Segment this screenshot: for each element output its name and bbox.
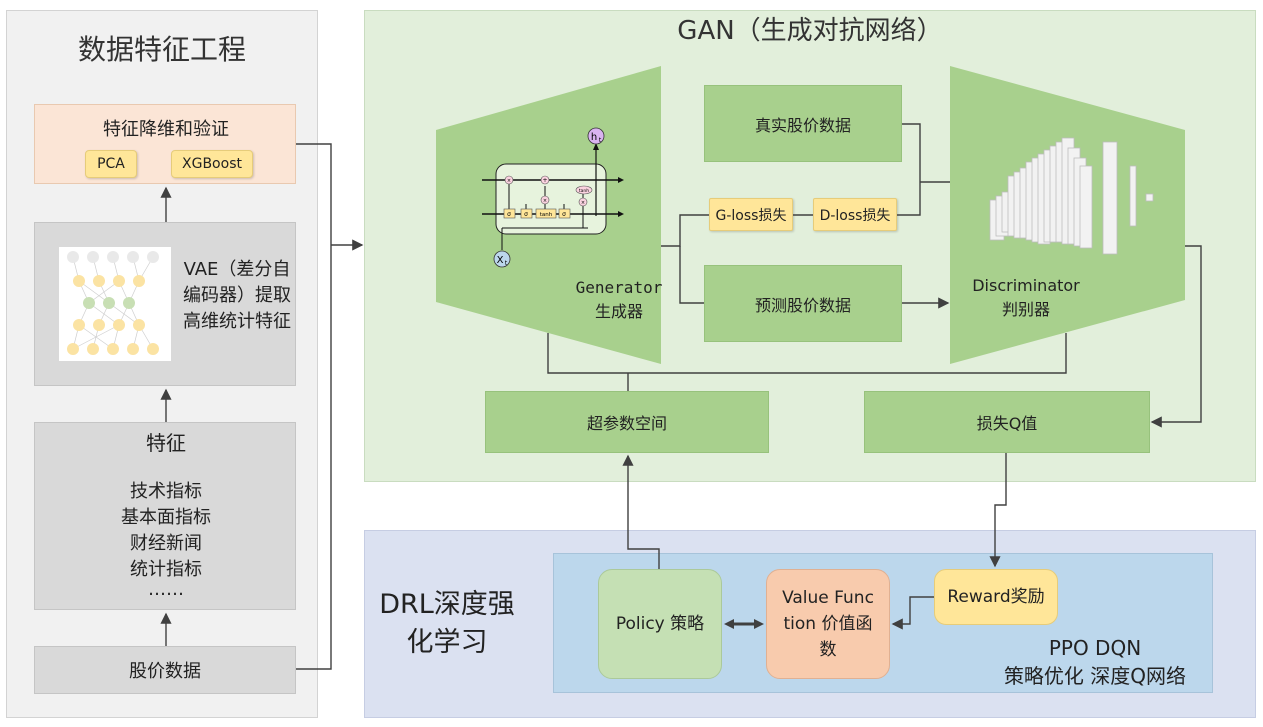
vae-label: VAE（差分自编码器）提取高维统计特征	[183, 259, 291, 332]
lstm-tanh-gate: tanh	[540, 212, 553, 218]
drl-algorithms-names: PPO DQN	[1048, 636, 1142, 660]
vae-network-image	[59, 247, 171, 361]
feature-engineering-title: 数据特征工程	[77, 33, 246, 66]
gan-title: GAN（生成对抗网络）	[677, 16, 943, 46]
policy-box: Policy 策略	[598, 569, 722, 679]
feature-item-technical: 技术指标	[130, 481, 202, 502]
line-dloss-real	[897, 123, 921, 216]
features-box: 特征 技术指标 基本面指标 财经新闻 统计指标 ……	[34, 422, 296, 610]
feature-item-more: ……	[148, 579, 184, 600]
lstm-cell-diagram: σ σ tanh σ × + × × tanh h t X t	[478, 124, 628, 274]
lstm-cell-svg: σ σ tanh σ × + × × tanh h t X t	[482, 127, 624, 268]
policy-value-double-arrow	[724, 619, 764, 629]
discriminator-label: Discriminator 判别器	[958, 274, 1094, 322]
line-generator-to-gloss	[661, 214, 709, 247]
lstm-tanh-top: tanh	[579, 188, 589, 194]
lstm-x-sub: t	[505, 260, 508, 267]
lstm-sigma-3: σ	[562, 211, 566, 218]
feature-item-news: 财经新闻	[130, 533, 202, 554]
feature-item-fundamental: 基本面指标	[121, 507, 211, 528]
arrow-lossq-to-reward	[989, 453, 1007, 568]
lstm-plus: +	[542, 177, 547, 184]
lstm-times-1: ×	[507, 178, 511, 184]
lstm-h-sub: t	[599, 137, 602, 144]
lstm-sigma-1: σ	[507, 211, 511, 218]
pca-pill: PCA	[85, 150, 137, 178]
feature-reduction-box: 特征降维和验证 PCA XGBoost	[34, 104, 296, 184]
generator-label-en: Generator	[575, 278, 663, 297]
cnn-layers-svg	[989, 137, 1154, 255]
line-generator-to-pred	[679, 246, 704, 304]
line-gen-disc-join	[547, 333, 1067, 374]
discriminator-cnn-diagram	[986, 136, 1166, 266]
value-function-box: Value Function 价值函数	[766, 569, 890, 679]
lstm-times-2: ×	[543, 198, 547, 204]
predicted-price-box: 预测股价数据	[704, 265, 902, 342]
drl-algorithms-label: PPO DQN 策略优化 深度Q网络	[984, 634, 1206, 690]
drl-title: DRL深度强化学习	[379, 589, 515, 658]
lstm-sigma-2: σ	[524, 211, 528, 218]
arrow-reward-to-value	[891, 596, 934, 630]
hyperparameter-space-box: 超参数空间	[485, 391, 769, 453]
vae-box: VAE（差分自编码器）提取高维统计特征	[34, 222, 296, 386]
features-title: 特征	[146, 431, 186, 455]
g-loss-box: G-loss损失	[709, 198, 793, 231]
stock-data-box: 股价数据	[34, 646, 296, 694]
discriminator-label-en: Discriminator	[972, 276, 1080, 295]
generator-label-zh: 生成器	[594, 302, 643, 321]
vae-network-icon	[67, 251, 159, 355]
drl-algorithms-desc: 策略优化 深度Q网络	[1003, 664, 1187, 688]
lstm-times-3: ×	[581, 200, 585, 206]
bracket-line	[296, 143, 332, 670]
reward-box: Reward奖励	[934, 569, 1058, 625]
real-price-box: 真实股价数据	[704, 85, 902, 162]
discriminator-label-zh: 判别器	[1001, 300, 1050, 319]
xgboost-pill: XGBoost	[171, 150, 253, 178]
feature-item-statistical: 统计指标	[130, 559, 202, 580]
generator-label: Generator 生成器	[544, 276, 694, 324]
arrow-disc-to-lossq	[1150, 245, 1202, 428]
loss-q-value-box: 损失Q值	[864, 391, 1150, 453]
d-loss-box: D-loss损失	[813, 198, 897, 231]
lstm-h-label: h	[591, 132, 597, 143]
arrow-policy-to-hyperparam	[622, 454, 660, 569]
lstm-x-label: X	[497, 255, 504, 266]
feature-reduction-title: 特征降维和验证	[103, 119, 229, 140]
